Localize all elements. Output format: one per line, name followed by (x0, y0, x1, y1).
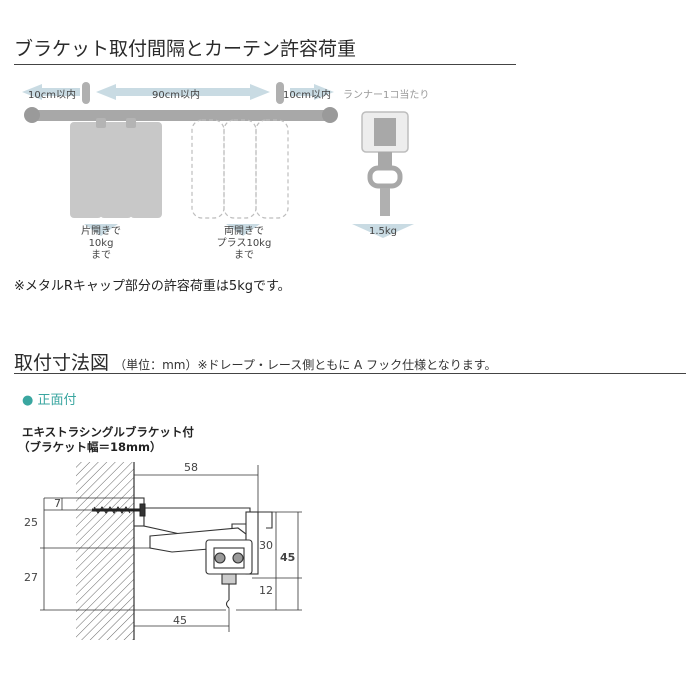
weight-left-line1: 片開きで (81, 226, 121, 237)
dim-45-bottom (134, 608, 230, 632)
title-underline-2 (14, 373, 686, 374)
rail-section (205, 539, 253, 609)
dim-label-30: 30 (259, 539, 273, 552)
spacing-arrows (22, 84, 334, 100)
weight-left-line3: まで (91, 250, 111, 261)
dim-label-58: 58 (184, 461, 198, 474)
dim-58 (133, 465, 259, 520)
section-subtitle: （単位：mm）※ドレープ・レース側ともに A フック仕様となります。 (114, 358, 497, 372)
dim-label-27: 27 (24, 571, 38, 584)
curtain-rail (30, 110, 330, 121)
load-note: ※メタルRキャップ部分の許容荷重は5kgです。 (14, 279, 291, 294)
weight-middle-line2: プラス10kg (216, 238, 272, 249)
bracket-post-right (276, 82, 284, 104)
dim-left (40, 498, 226, 611)
title-underline (14, 64, 516, 65)
dim-right (236, 511, 302, 611)
screw (92, 503, 146, 517)
weight-runner: 1.5kg (368, 226, 398, 237)
rail-cap-left (24, 107, 40, 123)
dim-label-25: 25 (24, 516, 38, 529)
runner-illustration (361, 111, 409, 216)
dim-label-45-bottom: 45 (173, 614, 187, 627)
spacing-illustration (22, 82, 414, 238)
weight-left: 片開きで 10kg まで (76, 226, 126, 262)
runner-label: ランナー1コ当たり (343, 90, 430, 101)
dim-label-12: 12 (259, 584, 273, 597)
dim-label-45-right: 45 (280, 551, 296, 564)
wall-hatch (76, 462, 134, 640)
section-title-dimensions: 取付寸法図 (14, 352, 110, 374)
curtain-dashed (191, 119, 289, 219)
dim-label-7: 7 (54, 497, 61, 510)
product-width: （ブラケット幅＝18mm） (18, 440, 162, 454)
weight-middle-line1: 両開きで (224, 226, 264, 237)
weight-left-line2: 10kg (88, 238, 114, 249)
label-left-spacing: 10cm以内 (28, 90, 76, 101)
label-right-spacing: 10cm以内 (283, 90, 331, 101)
product-name: エキストラシングルブラケット付 (22, 425, 194, 439)
weight-middle-line3: まで (234, 250, 254, 261)
front-mount-bullet: ● 正面付 (22, 393, 77, 408)
bracket-post-left (82, 82, 90, 104)
weight-middle: 両開きで プラス10kg まで (208, 226, 280, 262)
section-title-spacing: ブラケット取付間隔とカーテン許容荷重 (14, 38, 357, 60)
rail-cap-right (322, 107, 338, 123)
label-middle-spacing: 90cm以内 (152, 90, 200, 101)
section-title-dimensions-row: 取付寸法図 （単位：mm）※ドレープ・レース側ともに A フック仕様となります。 (14, 348, 497, 375)
dim-7 (44, 497, 134, 511)
curtain-solid (70, 118, 162, 218)
weight-arrows (84, 224, 414, 238)
